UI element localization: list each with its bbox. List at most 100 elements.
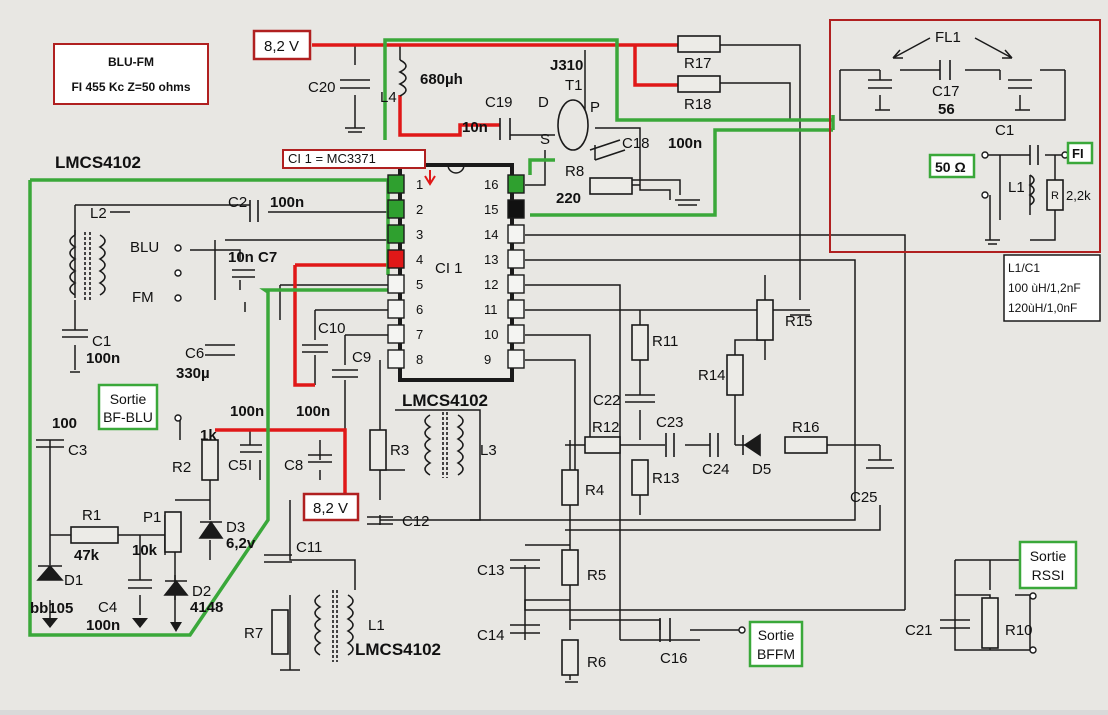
ic-pin-number-8: 8 — [416, 352, 423, 367]
supply-box-bottom — [302, 492, 360, 522]
ic-pin-6 — [387, 299, 405, 319]
c2-value: 100n — [270, 194, 304, 211]
switch-terminals — [174, 151, 1069, 654]
ic-ref-label: CI 1 = MC3371 — [288, 151, 376, 166]
ic-pin-number-2: 2 — [416, 202, 423, 217]
t1-name: T1 — [565, 77, 583, 94]
c3-value: 100 — [52, 415, 77, 432]
filter-r-value: 2,2k — [1066, 188, 1091, 203]
d5-label: D5 — [752, 461, 771, 478]
r1-value: 47k — [74, 547, 100, 564]
c9-label: C9 — [352, 349, 371, 366]
ic-pin-16 — [507, 174, 525, 194]
switch-label-blu: BLU — [130, 239, 159, 256]
ic-pin-13 — [507, 249, 525, 269]
ic-pin-14 — [507, 224, 525, 244]
r12-label: R12 — [592, 419, 620, 436]
lc-table-row2: 120ùH/1,0nF — [1008, 301, 1077, 315]
ground-arrows — [42, 618, 182, 632]
r18-label: R18 — [684, 96, 712, 113]
r3-label: R3 — [390, 442, 409, 459]
t1-type: J310 — [550, 57, 583, 74]
output-bf-blu-l2: BF-BLU — [103, 409, 153, 425]
supply-label-top: 8,2 V — [264, 38, 299, 55]
ic-pin-7 — [387, 324, 405, 344]
c17-label: C17 — [932, 83, 960, 100]
r16-label: R16 — [792, 419, 820, 436]
ic-pin-4 — [387, 249, 405, 269]
ic-pin-number-5: 5 — [416, 277, 423, 292]
r17-label: R17 — [684, 55, 712, 72]
l2-label: L2 — [90, 205, 107, 222]
c11-label: C11 — [296, 539, 322, 556]
output-box-bffm — [748, 620, 804, 668]
c18-value: 100n — [668, 135, 702, 152]
d3-label: D3 — [226, 519, 245, 536]
c5-value: 100n — [230, 403, 264, 420]
c20-label: C20 — [308, 79, 336, 96]
c6-label: C6 — [185, 345, 204, 362]
c21-label: C21 — [905, 622, 933, 639]
ic-pin-3 — [387, 224, 405, 244]
l3-label: L3 — [480, 442, 497, 459]
filter-c1-label: C1 — [995, 122, 1014, 139]
c8-label: C8 — [284, 457, 303, 474]
c13-label: C13 — [477, 562, 505, 579]
c6-value: 330µ — [176, 365, 210, 382]
c23-label: C23 — [656, 414, 684, 431]
r13-label: R13 — [652, 470, 680, 487]
c24-label: C24 — [702, 461, 730, 478]
ic-pin-8 — [387, 349, 405, 369]
t1-pin-d: D — [538, 94, 549, 111]
filter-r-label: R — [1051, 190, 1059, 202]
c8-value: 100n — [296, 403, 330, 420]
fl1-label: FL1 — [935, 29, 961, 46]
ic-pin-number-16: 16 — [484, 177, 498, 192]
ic-pin-number-12: 12 — [484, 277, 498, 292]
ic-pin-9 — [507, 349, 525, 369]
r10-label: R10 — [1005, 622, 1033, 639]
c22-label: C22 — [593, 392, 621, 409]
r1-label: R1 — [82, 507, 101, 524]
ic-pin-number-15: 15 — [484, 202, 498, 217]
lc-table — [1003, 254, 1101, 322]
ic-pin-number-6: 6 — [416, 302, 423, 317]
r2-label: R2 — [172, 459, 191, 476]
filter-box — [829, 19, 1101, 253]
lc-table-header: L1/C1 — [1008, 261, 1040, 275]
r5-label: R5 — [587, 567, 606, 584]
fi-box — [1066, 141, 1094, 165]
l4-value: 680µh — [420, 71, 463, 88]
output-bf-blu-l1: Sortie — [110, 391, 147, 407]
output-box-rssi — [1018, 540, 1078, 590]
z-box — [928, 153, 976, 179]
r2-value: 1k — [200, 427, 217, 444]
l1-label: L1 — [368, 617, 385, 634]
r6-label: R6 — [587, 654, 606, 671]
r4-label: R4 — [585, 482, 604, 499]
ic-pin-number-7: 7 — [416, 327, 423, 342]
r8-value: 220 — [556, 190, 581, 207]
r8-label: R8 — [565, 163, 584, 180]
supply-label-bottom: 8,2 V — [313, 500, 348, 517]
ic-ref-box — [282, 149, 426, 169]
c14-label: C14 — [477, 627, 505, 644]
jfet-symbol — [557, 99, 589, 151]
ic-pin-number-14: 14 — [484, 227, 498, 242]
fl1-arrows — [892, 37, 1013, 59]
c7-label: 10n C7 — [228, 249, 277, 266]
c1-value: 100n — [86, 350, 120, 367]
ic-name: CI 1 — [435, 260, 463, 277]
ic-pin-11 — [507, 299, 525, 319]
c3-label: C3 — [68, 442, 87, 459]
output-rssi-l2: RSSI — [1032, 567, 1065, 583]
module-label-1: LMCS4102 — [55, 153, 141, 172]
d1-label: D1 — [64, 572, 83, 589]
r15-label: R15 — [785, 313, 813, 330]
z-label: 50 Ω — [935, 159, 966, 175]
t1-pin-s: S — [540, 131, 550, 148]
ic-body — [398, 163, 514, 382]
